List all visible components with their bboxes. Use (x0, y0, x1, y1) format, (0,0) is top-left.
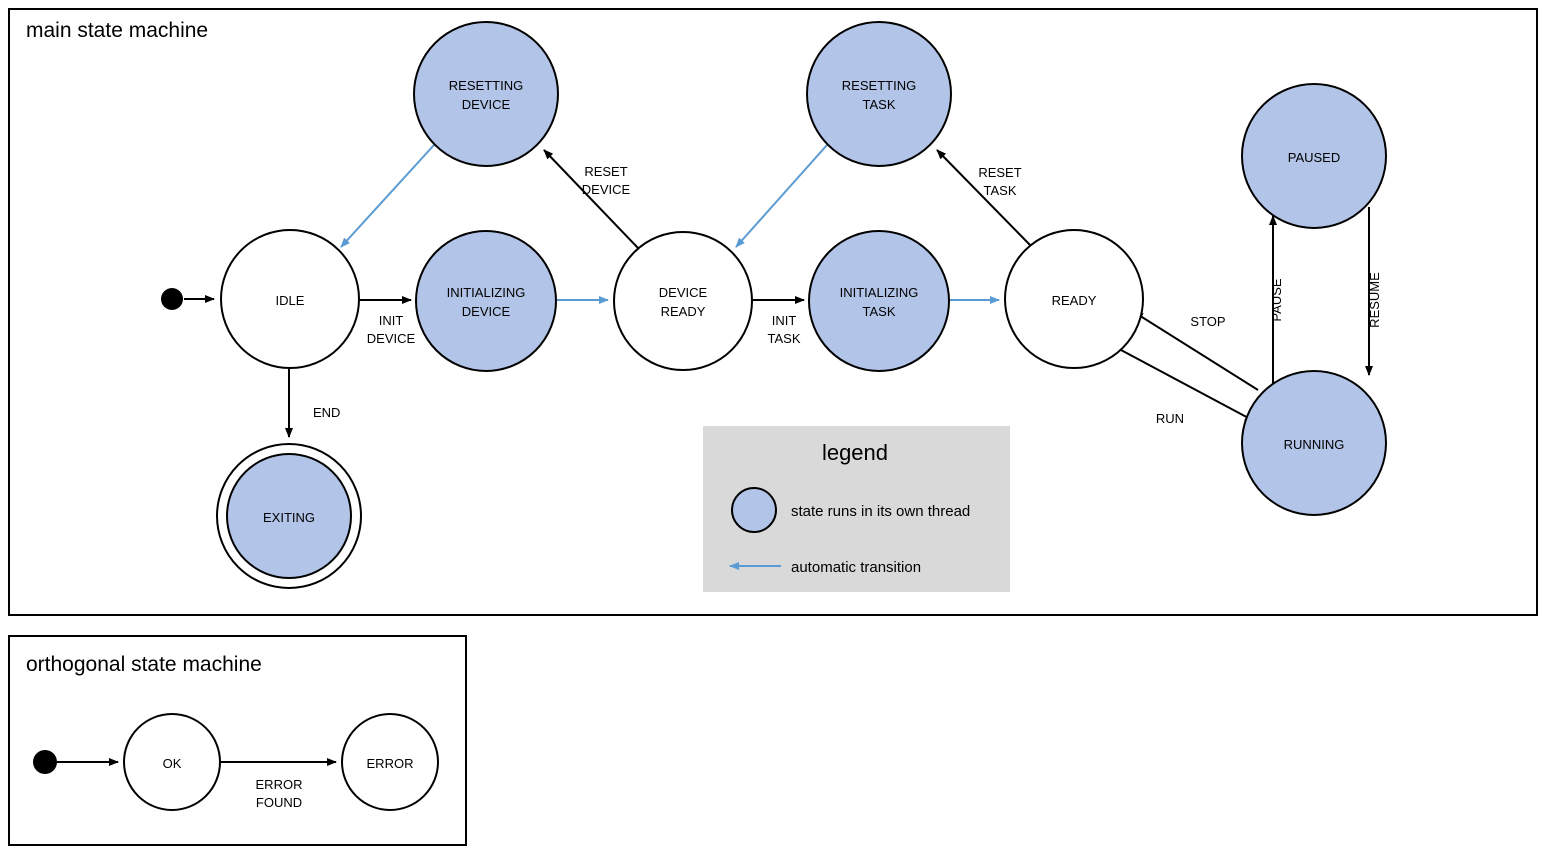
transition-ready-running: RUN (1120, 349, 1255, 426)
transition-resetting-device-idle (340, 144, 435, 248)
transition-ready-resetting-task: RESET TASK (936, 149, 1032, 247)
edge-label-reset-device-line1: RESET (584, 164, 627, 179)
edge-label-reset-device-line2: DEVICE (582, 182, 631, 197)
orthogonal-frame (8, 635, 467, 846)
orthogonal-frame-title: orthogonal state machine (26, 653, 262, 676)
transition-idle-exiting: END (285, 369, 340, 438)
legend-automatic-transition-text: automatic transition (791, 559, 921, 576)
edge-label-pause: PAUSE (1269, 278, 1284, 321)
state-label-initializing-task-line2: TASK (863, 304, 896, 319)
transition-running-paused: PAUSE (1269, 215, 1284, 384)
transition-device-ready-initializing-task: INIT TASK (753, 296, 805, 346)
state-device-ready[interactable]: DEVICE READY (613, 231, 753, 371)
edge-label-init-device-line1: INIT (379, 313, 404, 328)
state-label-resetting-task-line2: TASK (863, 97, 896, 112)
edge-label-reset-task-line1: RESET (978, 165, 1021, 180)
state-label-resetting-device-line2: DEVICE (462, 97, 511, 112)
state-paused[interactable]: PAUSED (1241, 83, 1387, 229)
edge-label-init-task-line2: TASK (768, 331, 801, 346)
orthogonal-initial-state-marker (33, 750, 57, 774)
state-label-device-ready-line2: READY (661, 304, 706, 319)
state-label-initializing-device-line2: DEVICE (462, 304, 511, 319)
state-resetting-device[interactable]: RESETTING DEVICE (413, 21, 559, 167)
initial-state-marker (161, 288, 183, 310)
edge-label-stop: STOP (1190, 314, 1225, 329)
transition-resetting-task-device-ready (735, 144, 828, 248)
state-initializing-task[interactable]: INITIALIZING TASK (808, 230, 950, 372)
transition-ortho-ok-error: ERROR FOUND (221, 758, 337, 810)
legend-thread-state-text: state runs in its own thread (791, 503, 970, 520)
edge-label-init-device-line2: DEVICE (367, 331, 416, 346)
transition-device-ready-resetting-device: RESET DEVICE (543, 149, 639, 249)
state-ok[interactable]: OK (123, 713, 221, 811)
transition-running-ready: STOP (1133, 311, 1259, 391)
edge-label-error-found-line2: FOUND (256, 795, 302, 810)
state-label-ready: READY (1052, 293, 1097, 308)
state-label-initializing-device-line1: INITIALIZING (447, 285, 526, 300)
transition-paused-running: RESUME (1365, 207, 1382, 376)
state-resetting-task[interactable]: RESETTING TASK (806, 21, 952, 167)
state-label-exiting: EXITING (263, 510, 315, 525)
main-frame (8, 8, 1538, 616)
state-label-device-ready-line1: DEVICE (659, 285, 708, 300)
state-label-initializing-task-line1: INITIALIZING (840, 285, 919, 300)
edge-label-reset-task-line2: TASK (984, 183, 1017, 198)
state-running[interactable]: RUNNING (1241, 370, 1387, 516)
edge-label-init-task-line1: INIT (772, 313, 797, 328)
state-label-resetting-task-line1: RESETTING (842, 78, 916, 93)
state-label-idle: IDLE (276, 293, 305, 308)
state-label-error: ERROR (367, 756, 414, 771)
state-label-ok: OK (163, 756, 182, 771)
legend-item-automatic-transition: automatic transition (729, 559, 921, 576)
state-initializing-device[interactable]: INITIALIZING DEVICE (415, 230, 557, 372)
edge-label-resume: RESUME (1367, 272, 1382, 328)
legend-thread-state-icon (731, 487, 777, 533)
state-label-resetting-device-line1: RESETTING (449, 78, 523, 93)
transition-idle-initializing-device: INIT DEVICE (359, 296, 416, 346)
main-frame-title: main state machine (26, 19, 208, 42)
state-label-paused: PAUSED (1288, 150, 1341, 165)
edge-label-run: RUN (1156, 411, 1184, 426)
edge-label-end: END (313, 405, 340, 420)
state-ready[interactable]: READY (1004, 229, 1144, 369)
state-exiting[interactable]: EXITING (216, 443, 362, 589)
legend-item-thread-state: state runs in its own thread (731, 487, 970, 533)
legend: legend state runs in its own thread auto… (703, 426, 1010, 592)
edge-label-error-found-line1: ERROR (256, 777, 303, 792)
state-error[interactable]: ERROR (341, 713, 439, 811)
state-label-running: RUNNING (1284, 437, 1345, 452)
state-idle[interactable]: IDLE (220, 229, 360, 369)
legend-title: legend (822, 440, 888, 465)
